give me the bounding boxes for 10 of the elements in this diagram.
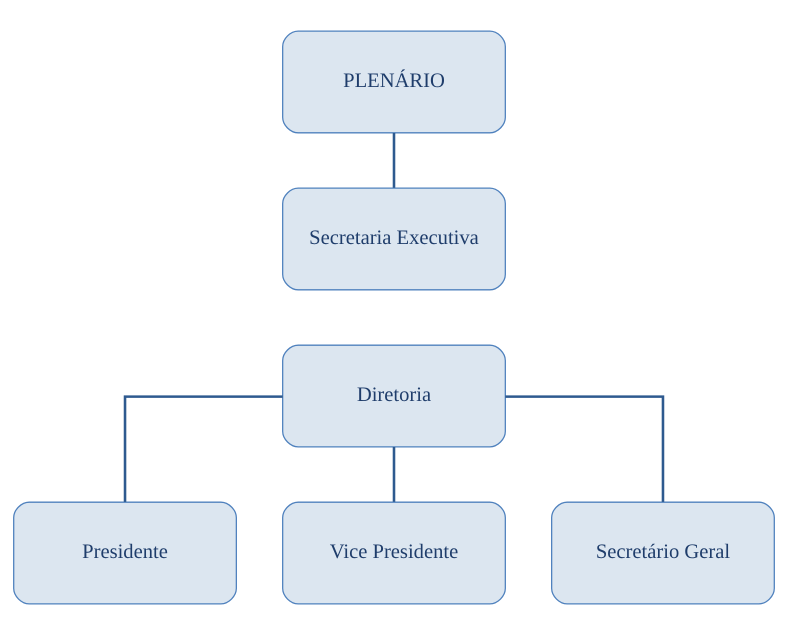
connector: [392, 132, 396, 188]
node-box: PLENÁRIO: [282, 30, 506, 133]
node-box: Presidente: [13, 501, 237, 604]
node-box: Vice Presidente: [282, 501, 506, 604]
node-box: Secretário Geral: [551, 501, 775, 604]
connector: [124, 394, 283, 502]
node-box: Diretoria: [282, 344, 506, 447]
connector: [505, 394, 664, 502]
connector: [392, 446, 396, 502]
node-box: Secretaria Executiva: [282, 187, 506, 290]
